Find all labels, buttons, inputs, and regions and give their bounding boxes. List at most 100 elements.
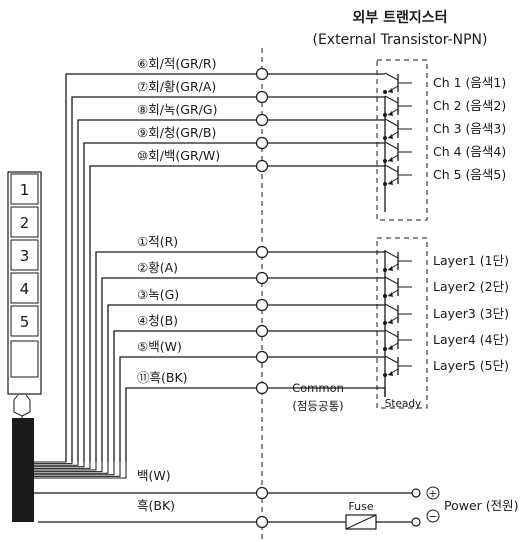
common-name-ko: (점등공통) (292, 399, 343, 413)
tower-layer-label: 5 (20, 313, 30, 331)
fuse-label: Fuse (348, 500, 373, 513)
emitter-arrow-icon (388, 157, 393, 162)
junction-dot (383, 268, 387, 272)
transistor-collector (384, 276, 399, 285)
cable-sheath (12, 418, 34, 522)
bundle-wire (34, 462, 115, 476)
wire-line (101, 277, 385, 462)
bundle-wire (34, 462, 121, 477)
channel-output-label: Ch 3 (음색3) (433, 121, 506, 136)
tower-layer-label: 1 (20, 181, 30, 199)
tower-bracket (13, 394, 23, 422)
emitter-arrow-icon (388, 111, 393, 116)
transistor-box-channels (376, 59, 428, 221)
layer-output-label: Layer3 (3단) (433, 306, 509, 321)
power-terminal-plus (411, 488, 421, 498)
color-wire-label: ③녹(G) (137, 287, 179, 302)
tower-layer (10, 239, 39, 271)
wire-line (125, 387, 385, 462)
tower-light: 1 2 3 4 5 (7, 171, 42, 422)
channel-output-label: Ch 1 (음색1) (433, 75, 506, 90)
power-white-label: 백(W) (137, 468, 171, 483)
connector-node (255, 324, 269, 338)
junction-dot (383, 347, 387, 351)
junction-dot (383, 182, 387, 186)
junction-dot (383, 159, 387, 163)
color-wire-label: ⑤백(W) (137, 339, 182, 354)
header-title-en: (External Transistor-NPN) (313, 32, 488, 48)
tower-layers: 1 2 3 4 5 (10, 173, 39, 337)
wire-line (65, 73, 385, 462)
junction-dot (383, 321, 387, 325)
connector-node (255, 298, 269, 312)
color-wire-label: ④청(B) (137, 313, 178, 328)
wire-line (119, 356, 385, 462)
power-terminal-minus (411, 517, 421, 527)
power-section: 백(W) 흑(BK) Fuse + − Power (전원) (38, 468, 519, 530)
connector-node (255, 271, 269, 285)
transistor-collector (384, 303, 399, 312)
tower-layer (10, 206, 39, 238)
minus-icon (426, 509, 440, 523)
transistor-collector (384, 250, 399, 259)
bundle-wire (34, 462, 73, 465)
cable-bundle (12, 418, 127, 522)
wire-line (113, 330, 385, 462)
connector-node (255, 381, 269, 395)
layer-output-label: Layer2 (2단) (433, 279, 509, 294)
transistor-collector (384, 355, 399, 364)
bundle-wire (34, 462, 97, 471)
connector-node (255, 90, 269, 104)
connector-node (255, 350, 269, 364)
tower-base (10, 340, 39, 378)
gray-wire-label: ⑨회/청(GR/B) (137, 125, 216, 140)
tower-layer (10, 272, 39, 304)
power-black-label: 흑(BK) (137, 498, 175, 513)
power-black-connector (255, 515, 269, 529)
transistor-collector (384, 329, 399, 338)
emitter-arrow-icon (388, 134, 393, 139)
transistor-collector (384, 118, 399, 127)
gray-wire-label: ⑧회/녹(GR/G) (137, 102, 217, 117)
gray-wires: ⑥회/적(GR/R)Ch 1 (음색1)⑦회/황(GR/A)Ch 2 (음색2)… (65, 56, 506, 462)
emitter-arrow-icon (388, 319, 393, 324)
emitter-arrow-icon (388, 180, 393, 185)
tower-layer-label: 3 (20, 247, 30, 265)
connector-node (255, 113, 269, 127)
transistor-box-layers (376, 237, 428, 409)
connector-node (255, 136, 269, 150)
bundle-wire (34, 462, 127, 479)
bundle-wire (34, 462, 109, 474)
tower-layer (10, 305, 39, 337)
header-title-ko: 외부 트랜지스터 (352, 9, 447, 26)
wire-line (89, 165, 385, 462)
bundle-wire (34, 462, 91, 469)
junction-dot (383, 373, 387, 377)
layer-output-label: Layer1 (1단) (433, 253, 509, 268)
junction-dot (383, 113, 387, 117)
plus-icon (426, 486, 440, 500)
common-wire: ⑪흑(BK) Common (점등공통) Steady (137, 370, 421, 413)
tower-layer-label: 4 (20, 280, 30, 298)
wire-line (71, 96, 385, 462)
plus-sign: + (428, 487, 437, 500)
tower-layer (10, 173, 39, 205)
connector-node (255, 67, 269, 81)
connector-node (255, 159, 269, 173)
transistor-collector (384, 164, 399, 173)
bundle-wire (34, 462, 85, 468)
channel-output-label: Ch 4 (음색4) (433, 144, 506, 159)
layer-output-label: Layer5 (5단) (433, 358, 509, 373)
gray-wire-label: ⑥회/적(GR/R) (137, 56, 216, 71)
color-wires: ①적(R)Layer1 (1단)②황(A)Layer2 (2단)③녹(G)Lay… (95, 234, 509, 462)
transistor-collector (384, 95, 399, 104)
transistors (383, 72, 412, 377)
emitter-arrow-icon (388, 88, 393, 93)
gray-wire-label: ⑩회/백(GR/W) (137, 148, 220, 163)
color-wire-label: ②황(A) (137, 260, 178, 275)
emitter-arrow-icon (388, 371, 393, 376)
tower-layer-label: 2 (20, 214, 30, 232)
steady-label: Steady (385, 398, 422, 410)
emitter-arrow-icon (388, 345, 393, 350)
